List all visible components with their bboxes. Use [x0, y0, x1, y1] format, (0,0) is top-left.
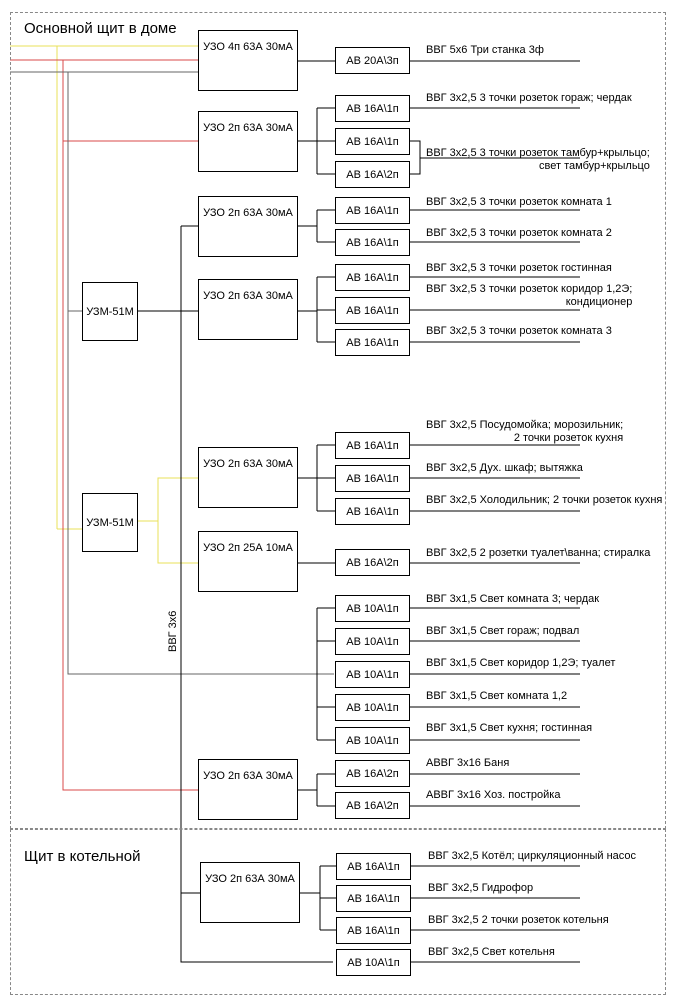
wire-yellow-uzm2-out2: [157, 521, 198, 564]
cable-label-c22: ВВГ 3х2,5 2 точки розеток котельня: [428, 914, 609, 926]
cable-label-c8: ВВГ 3х2,5 3 точки розеток комната 3: [426, 325, 612, 337]
wire-red-riser: [62, 60, 198, 791]
main-panel-title: Основной щит в доме: [24, 20, 177, 37]
cable-label-vvg3x6: ВВГ 3х6: [167, 610, 179, 652]
cable-label-c6: ВВГ 3х2,5 3 точки розеток гостинная: [426, 262, 612, 274]
cable-label-c2: ВВГ 3х2,5 3 точки розеток гораж; чердак: [426, 92, 632, 104]
breaker-a7: АВ 16А\1п: [335, 264, 410, 291]
cable-label-c7: ВВГ 3х2,5 3 точки розеток коридор 1,2Э;к…: [426, 283, 633, 308]
cable-label-c16: ВВГ 3х1,5 Свет комната 1,2: [426, 690, 568, 702]
cable-label-c14: ВВГ 3х1,5 Свет гораж; подвал: [426, 625, 580, 637]
breaker-a10: АВ 16А\1п: [335, 432, 410, 459]
cable-label-c23: ВВГ 3х2,5 Свет котельня: [428, 946, 555, 958]
breaker-a20: АВ 16А\2п: [335, 792, 410, 819]
boiler-panel-section: [10, 829, 666, 995]
rcd-u7: УЗО 2п 63А 30мА: [198, 759, 298, 820]
cable-label-c1: ВВГ 5х6 Три станка 3ф: [426, 44, 544, 56]
breaker-a2: АВ 16А\1п: [335, 95, 410, 122]
breaker-a12: АВ 16А\1п: [335, 498, 410, 525]
wire-vvg3x6-riser: [180, 226, 333, 963]
breaker-a14: АВ 10А\1п: [335, 595, 410, 622]
breaker-a8: АВ 16А\1п: [335, 297, 410, 324]
cable-label-c13: ВВГ 3х1,5 Свет комната 3; чердак: [426, 593, 600, 605]
cable-label-c12: ВВГ 3х2,5 2 розетки туалет\ванна; стирал…: [426, 547, 651, 559]
cable-label-c5: ВВГ 3х2,5 3 точки розеток комната 2: [426, 227, 612, 239]
wire-yellow-uzm2-out: [138, 477, 198, 522]
boiler-panel-title: Щит в котельной: [24, 848, 141, 865]
breaker-a23: АВ 16А\1п: [336, 917, 411, 944]
cable-label-c21: ВВГ 3х2,5 Гидрофор: [428, 882, 534, 894]
breaker-a24: АВ 10А\1п: [336, 949, 411, 976]
breaker-a22: АВ 16А\1п: [336, 885, 411, 912]
breaker-a17: АВ 10А\1п: [335, 694, 410, 721]
breaker-a4: АВ 16А\2п: [335, 161, 410, 188]
cable-label-c10: ВВГ 3х2,5 Дух. шкаф; вытяжка: [426, 462, 583, 474]
cable-label-c11: ВВГ 3х2,5 Холодильник; 2 точки розеток к…: [426, 494, 663, 506]
breaker-a6: АВ 16А\1п: [335, 229, 410, 256]
breaker-a3: АВ 16А\1п: [335, 128, 410, 155]
breaker-a16: АВ 10А\1п: [335, 661, 410, 688]
rcd-u4: УЗО 2п 63А 30мА: [198, 279, 298, 340]
rcd-u6: УЗО 2п 25А 10мА: [198, 531, 298, 592]
breaker-a11: АВ 16А\1п: [335, 465, 410, 492]
cable-label-c20: ВВГ 3х2,5 Котёл; циркуляционный насос: [428, 850, 637, 862]
cable-label-c17: ВВГ 3х1,5 Свет кухня; гостинная: [426, 722, 593, 734]
rcd-u8: УЗО 2п 63А 30мА: [200, 862, 300, 923]
breaker-a1: АВ 20А\3п: [335, 47, 410, 74]
breaker-a15: АВ 10А\1п: [335, 628, 410, 655]
breaker-a21: АВ 16А\1п: [336, 853, 411, 880]
cable-label-c15: ВВГ 3х1,5 Свет коридор 1,2Э; туалет: [426, 657, 616, 669]
cable-label-c3: ВВГ 3х2,5 3 точки розеток тамбур+крыльцо…: [426, 147, 650, 172]
voltage-relay-uzm1: УЗМ-51М: [82, 282, 138, 341]
rcd-u2: УЗО 2п 63А 30мА: [198, 111, 298, 172]
main-panel-section: [10, 12, 666, 829]
voltage-relay-uzm2: УЗМ-51М: [82, 493, 138, 552]
breaker-a18: АВ 10А\1п: [335, 727, 410, 754]
breaker-a5: АВ 16А\1п: [335, 197, 410, 224]
breaker-a19: АВ 16А\2п: [335, 760, 410, 787]
cable-label-c19: АВВГ 3х16 Хоз. постройка: [426, 789, 561, 801]
cable-label-c4: ВВГ 3х2,5 3 точки розеток комната 1: [426, 196, 612, 208]
wire-gray-riser: [67, 72, 334, 675]
cable-label-c18: АВВГ 3х16 Баня: [426, 757, 510, 769]
cable-label-c9: ВВГ 3х2,5 Посудомойка; морозильник;2 точ…: [426, 419, 624, 444]
rcd-u3: УЗО 2п 63А 30мА: [198, 196, 298, 257]
breaker-a9: АВ 16А\1п: [335, 329, 410, 356]
rcd-u5: УЗО 2п 63А 30мА: [198, 447, 298, 508]
breaker-a13: АВ 16А\2п: [335, 549, 410, 576]
rcd-u1: УЗО 4п 63А 30мА: [198, 30, 298, 91]
